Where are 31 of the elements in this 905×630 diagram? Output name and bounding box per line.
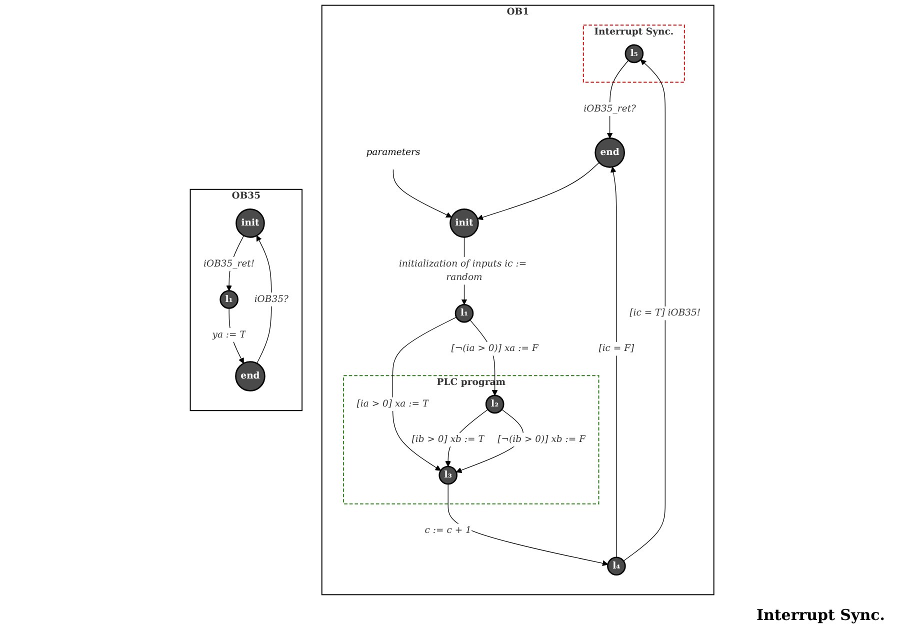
edge-label: [ia > 0] xa := T: [357, 398, 430, 410]
node-circle: end: [235, 361, 266, 392]
node-circle: l₁: [455, 304, 474, 323]
node-circle: l₂: [486, 394, 505, 414]
arrow: [392, 316, 458, 471]
edge-label: initialization of inputs ic := random: [399, 258, 528, 283]
edge-label: [¬(ia > 0)] xa := F: [452, 343, 539, 354]
edge-label: ya := T: [212, 329, 246, 340]
edge-label: [¬(ib > 0)] xb := F: [498, 434, 586, 445]
arrow: [448, 484, 609, 566]
node-text: parameters: [366, 147, 421, 158]
arrow: [478, 162, 600, 220]
arrow: [610, 166, 618, 558]
annotation-text: Interrupt Sync.: [756, 606, 885, 624]
edge-label: [ic = T] iOB35!: [630, 308, 702, 318]
node-circle: end: [595, 138, 626, 168]
node-circle: l₁: [220, 290, 239, 309]
arrow: [393, 169, 452, 218]
edge-label: [ib > 0] xb := T: [412, 434, 485, 445]
arrow: [624, 59, 666, 562]
node-circle: init: [450, 208, 480, 238]
node-circle: l₅: [625, 44, 644, 64]
edge-label: iOB35_ret?: [584, 103, 636, 114]
arrow: [256, 235, 272, 364]
edge-label: iOB35_ret!: [204, 258, 256, 269]
node-circle: l₃: [439, 466, 458, 485]
edge-label: iOB35?: [254, 294, 289, 304]
edge-label: c := c + 1: [425, 524, 472, 536]
edge-label: [ic = F]: [599, 343, 635, 354]
node-circle: init: [236, 208, 266, 238]
node-circle: l₄: [607, 556, 626, 576]
